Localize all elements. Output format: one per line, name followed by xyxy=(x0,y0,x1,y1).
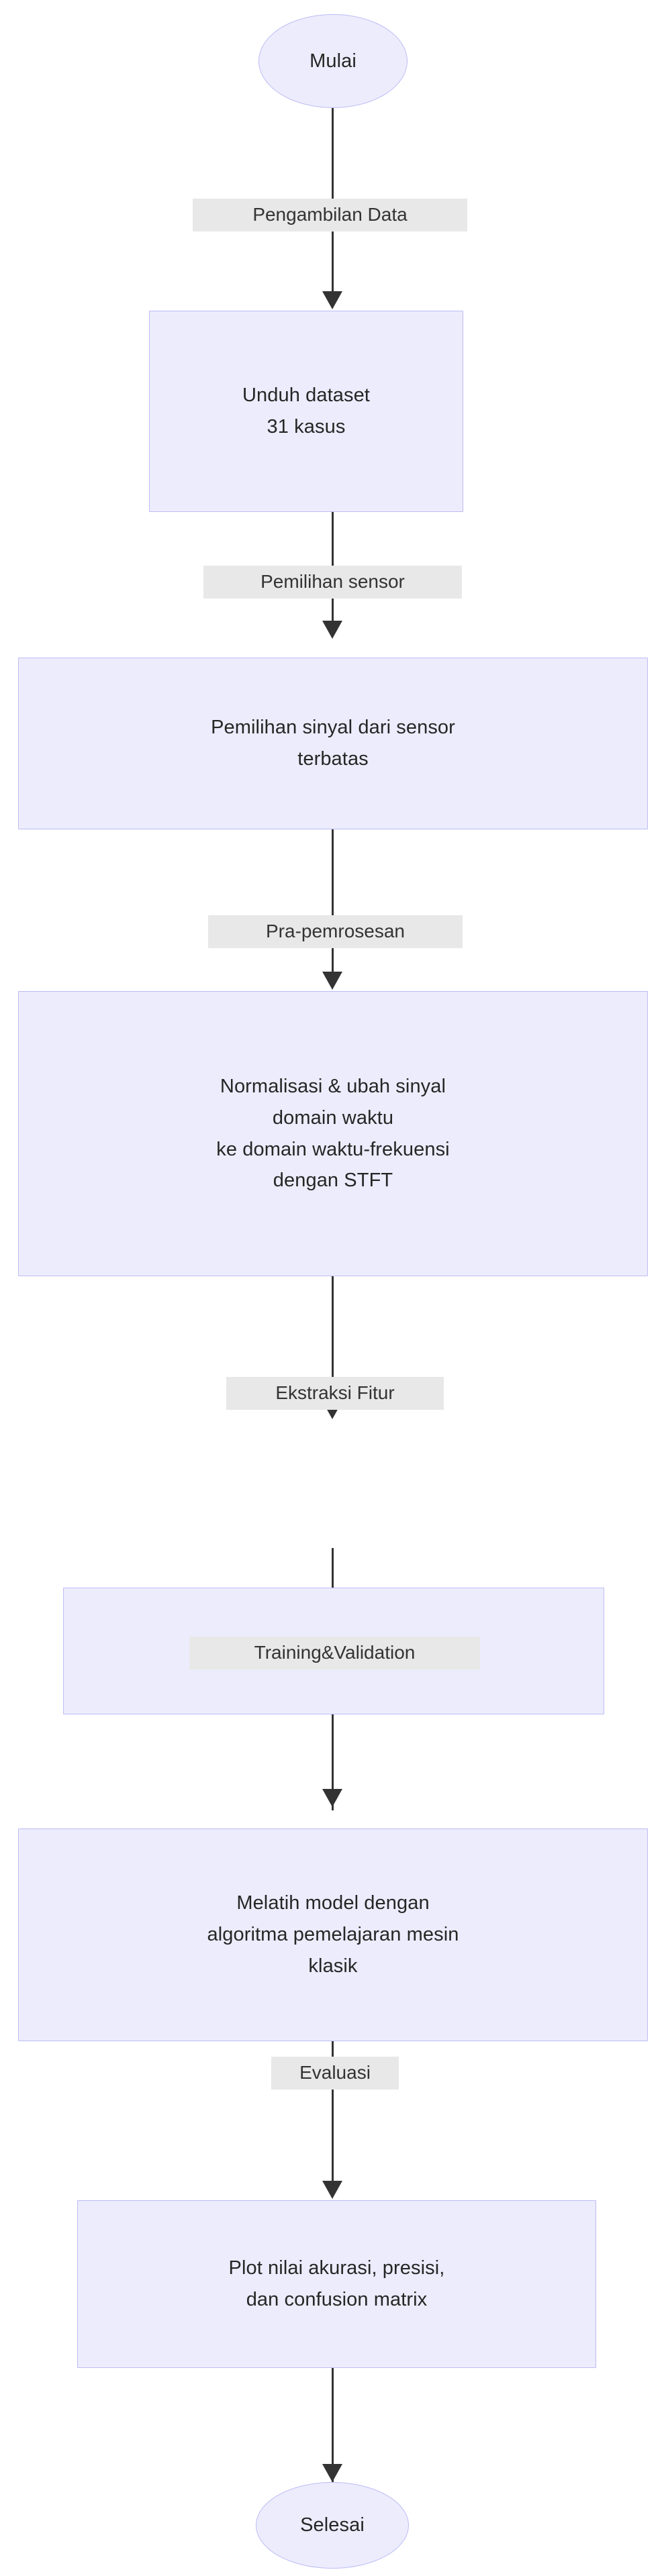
edge-arrow-mulai-unduh xyxy=(322,291,342,309)
edge-line-mulai-unduh-lower xyxy=(331,215,334,293)
edge-line-normalisasi-hasilkan xyxy=(331,1276,334,1357)
node-unduh-dataset[interactable]: Unduh dataset 31 kasus xyxy=(149,311,463,512)
edge-label-pra-pemrosesan: Pra-pemrosesan xyxy=(208,915,463,949)
edge-line-ekstraksi-top xyxy=(331,1548,334,1588)
node-mulai[interactable]: Mulai xyxy=(258,14,408,108)
edge-arrow-pemilihan-normalisasi xyxy=(322,972,342,990)
node-melatih-model[interactable]: Melatih model dengan algoritma pemelajar… xyxy=(18,1828,648,2041)
node-selesai[interactable]: Selesai xyxy=(256,2482,409,2569)
edge-label-evaluasi: Evaluasi xyxy=(271,2057,399,2090)
edge-label-training-validation: Training&Validation xyxy=(189,1637,480,1670)
edge-line-unduh-pemilihan-lower xyxy=(331,584,334,622)
edge-line-hasilkan-melatih xyxy=(331,1714,334,1788)
edge-label-ekstraksi-fitur: Ekstraksi Fitur xyxy=(226,1377,444,1410)
node-plot-evaluasi[interactable]: Plot nilai akurasi, presisi, dan confusi… xyxy=(77,2200,596,2368)
edge-line-melatih-plot-lower xyxy=(331,2115,334,2183)
edge-line-unduh-pemilihan xyxy=(331,512,334,584)
edge-label-pengambilan-data: Pengambilan Data xyxy=(193,199,467,232)
edge-line-pemilihan-normalisasi xyxy=(331,829,334,919)
edge-line-plot-selesai xyxy=(331,2368,334,2482)
node-pemilihan-sinyal[interactable]: Pemilihan sinyal dari sensor terbatas xyxy=(18,658,648,829)
edge-arrow-melatih-plot xyxy=(322,2181,342,2199)
edge-label-pemilihan-sensor: Pemilihan sensor xyxy=(203,566,462,599)
edge-arrow-unduh-pemilihan xyxy=(322,621,342,639)
node-normalisasi-stft[interactable]: Normalisasi & ubah sinyal domain waktu k… xyxy=(18,991,648,1276)
edge-line-mulai-unduh xyxy=(331,108,334,215)
edge-line-hasilkan-melatih-lower xyxy=(331,1788,334,1810)
edge-arrow-plot-selesai xyxy=(322,2464,342,2482)
